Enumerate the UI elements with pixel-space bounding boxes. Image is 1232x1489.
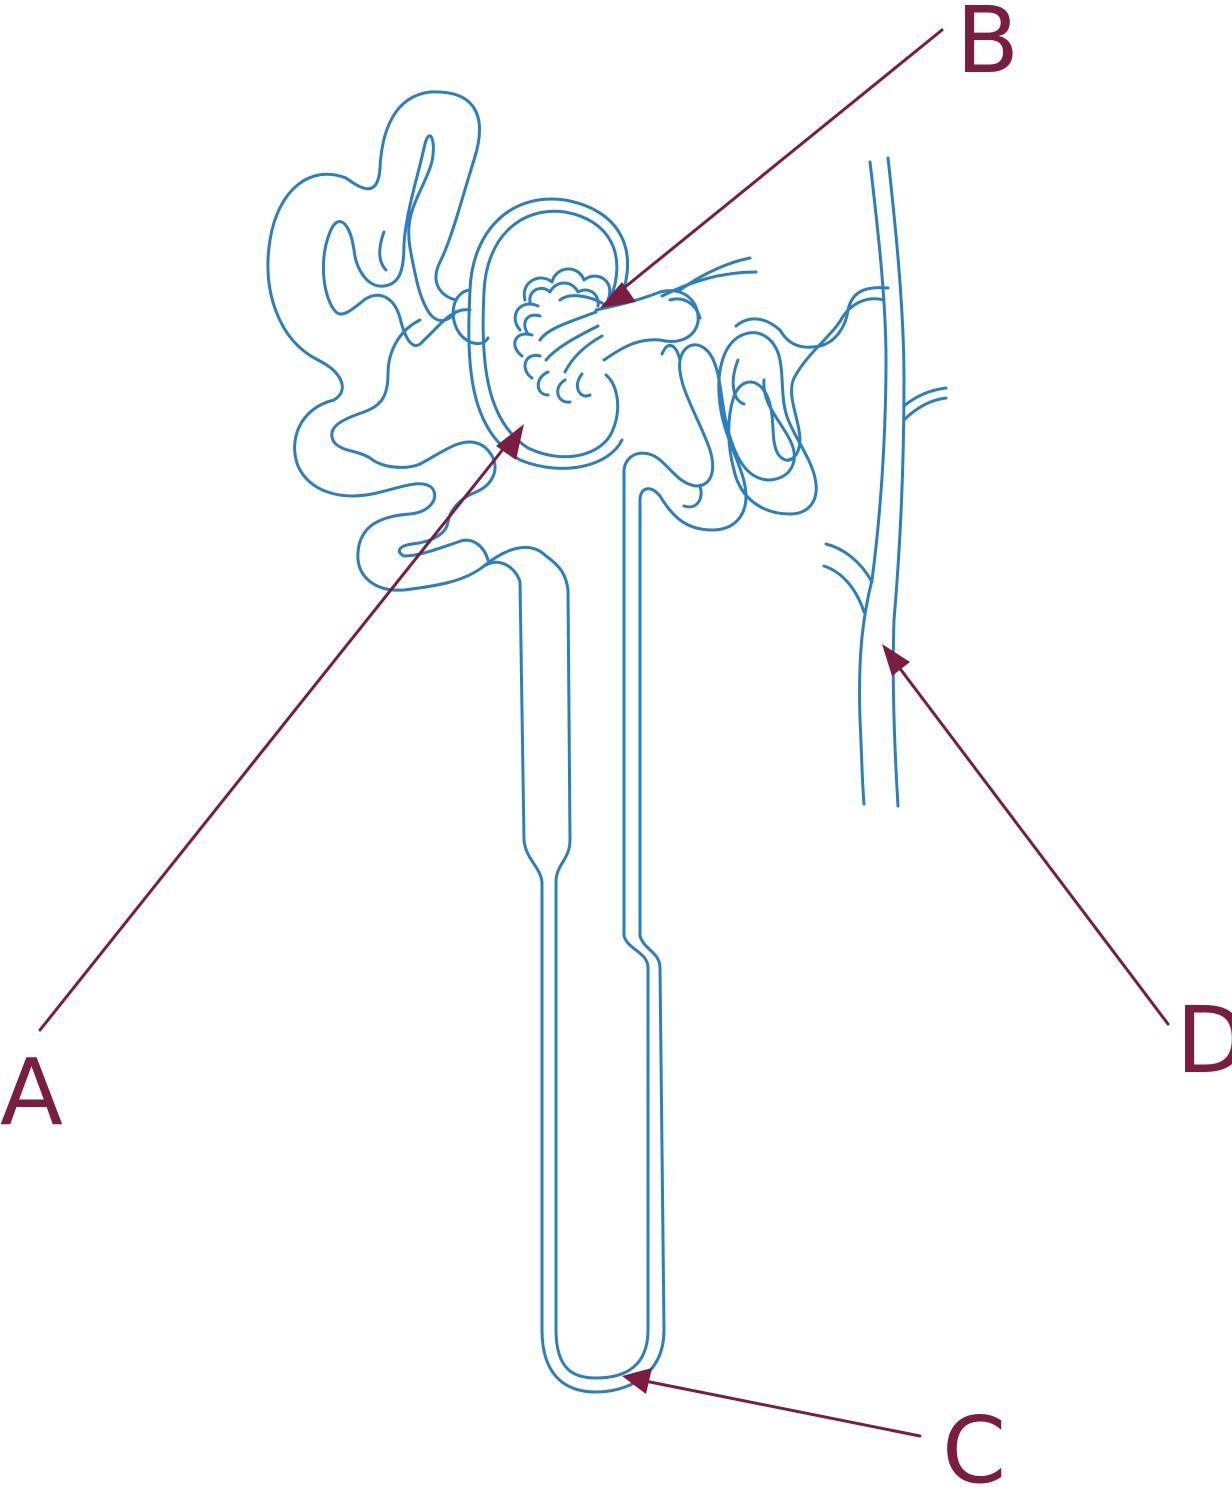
collecting-duct-right-wall [886, 156, 906, 808]
pointer-b-arrowhead [600, 282, 636, 308]
pointer-d-line [890, 656, 1170, 1026]
label-b: B [956, 0, 1019, 94]
arteriole-branch [678, 256, 752, 292]
annotation-pointers [38, 28, 1170, 1438]
descending-limb-inner [482, 468, 650, 1380]
pointer-c-line [638, 1378, 922, 1438]
pointer-d-arrowhead [882, 644, 910, 676]
nephron-structure [266, 90, 948, 1394]
label-c: C [942, 1397, 1006, 1489]
collecting-duct-left-wall [858, 160, 888, 806]
descending-limb-outer [518, 498, 666, 1394]
collecting-duct-branch-upper [902, 386, 948, 422]
proximal-convoluted-tubule [266, 90, 522, 592]
ascending-limb-top [622, 343, 796, 488]
collecting-duct-branch-lower [822, 542, 874, 614]
bowmans-capsule-inner [481, 209, 620, 459]
pointer-a-arrowhead [496, 424, 524, 460]
efferent-arteriole [660, 270, 758, 298]
afferent-arteriole [594, 289, 700, 362]
label-a: A [0, 1039, 63, 1146]
distal-convoluted-tubule [638, 286, 890, 532]
glomerulus [513, 267, 612, 404]
pointer-c-arrowhead [622, 1368, 652, 1394]
label-d: D [1176, 987, 1232, 1094]
pointer-a-line [38, 436, 514, 1032]
pointer-b-line [612, 28, 944, 298]
